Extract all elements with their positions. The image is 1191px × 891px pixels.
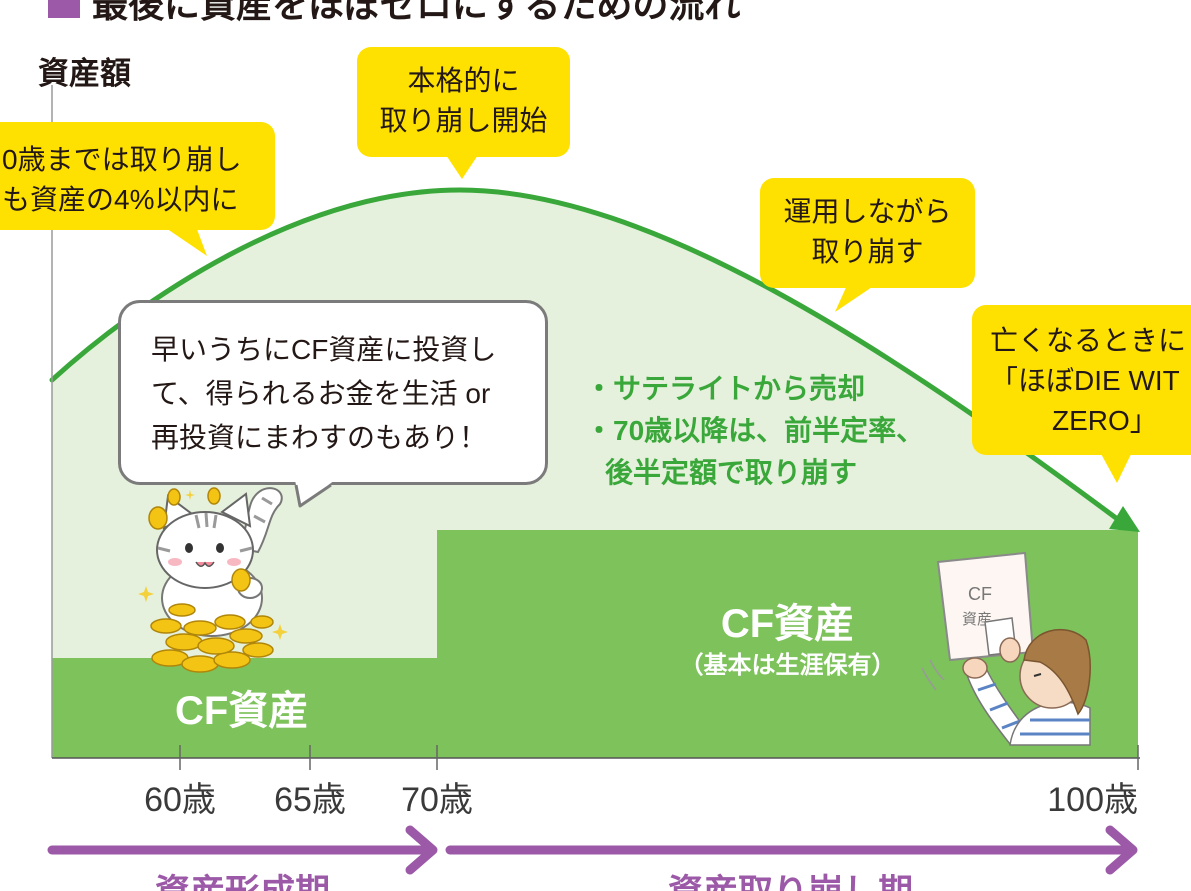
- cf-asset-early-label: CF資産: [175, 689, 309, 733]
- speech-bubble-line: て、得られるお金を生活 or: [151, 378, 491, 409]
- x-tick-label: 70歳: [401, 781, 473, 819]
- speech-bubble-tail: [294, 480, 335, 508]
- callout-die-with-zero: 亡くなるときに 「ほぼDIE WIT ZERO」: [972, 305, 1191, 455]
- paper-text: CF: [968, 584, 992, 604]
- callout-line: 亡くなるときに: [990, 325, 1187, 356]
- coin-icon: [242, 642, 274, 658]
- sparkle-icon: [272, 624, 288, 640]
- coin-icon: [214, 614, 246, 630]
- note-line: ・サテライトから売却: [585, 373, 866, 404]
- phase-arrow-accumulation: [47, 825, 438, 875]
- coin-icon: [250, 615, 274, 629]
- coin-icon: [229, 628, 263, 644]
- asset-curve: [49, 187, 1119, 521]
- shirt-stripe: [977, 682, 997, 692]
- phase-label-withdrawal: 資産取り崩し期: [668, 873, 928, 891]
- coin-icon: [197, 637, 235, 655]
- callout-tail: [1100, 452, 1132, 483]
- coin-icon: [150, 618, 182, 634]
- shirt-stripe: [1001, 719, 1021, 730]
- page-title: 最後に資産をほぼゼロにするための流れ: [92, 0, 741, 22]
- cat-blush: [168, 558, 182, 566]
- cf-asset-early-block: [52, 658, 437, 758]
- person-hand: [962, 657, 988, 679]
- coin-icon: [165, 633, 203, 651]
- coin-icon: [168, 603, 196, 617]
- callout-start-withdrawal: 本格的に 取り崩し開始: [357, 47, 570, 157]
- x-tick-label: 60歳: [144, 781, 216, 819]
- title-clip: 最後に資産をほぼゼロにするための流れ: [92, 0, 912, 22]
- coin-icon: [148, 506, 168, 530]
- callout-tail: [160, 224, 207, 256]
- speech-bubble-line: 再投資にまわすのもあり！: [151, 422, 488, 453]
- cat-blush: [227, 558, 241, 566]
- cat-head: [156, 511, 254, 589]
- sparkle-icon: [138, 586, 154, 602]
- coin-icon: [231, 568, 251, 592]
- curve-arrowhead-icon: [1109, 506, 1140, 532]
- strategy-notes: ・サテライトから売却 ・70歳以降は、前半定率、 後半定額で取り崩す: [585, 368, 924, 494]
- phase-arrow-withdrawal: [445, 825, 1138, 875]
- x-tick-label: 65歳: [274, 781, 346, 819]
- callout-invest-and-withdraw: 運用しながら 取り崩す: [760, 178, 975, 288]
- callout-line: 運用しながら: [783, 196, 952, 227]
- callout-line: 本格的に: [407, 65, 520, 96]
- note-line: ・70歳以降は、前半定率、: [585, 415, 925, 446]
- callout-line: も資産の4%以内に: [2, 184, 239, 215]
- cat-stripe: [157, 546, 171, 553]
- y-axis-label: 資産額: [38, 56, 131, 91]
- callout-line: 取り崩す: [811, 236, 924, 267]
- cat-stripe: [239, 546, 253, 553]
- cf-asset-late-label: CF資産: [720, 602, 855, 646]
- person-eye: [1033, 673, 1042, 677]
- coin-icon: [183, 620, 217, 636]
- callout-line: ZERO」: [1052, 405, 1158, 436]
- x-tick-label: 100歳: [1047, 781, 1138, 819]
- cat-illustration: [138, 487, 288, 673]
- person-illustration: CF 資産: [921, 551, 1091, 746]
- cat-tail-stripe: [261, 496, 273, 506]
- cat-ear: [220, 492, 252, 528]
- cat-mouth: [195, 561, 215, 567]
- callout-tail: [444, 152, 480, 179]
- cf-asset-late: CF資産 （基本は生涯保有）: [640, 600, 935, 684]
- sparkle-icon: [185, 490, 195, 500]
- callout-line: 「ほぼDIE WIT: [990, 365, 1180, 396]
- callout-line: 0歳までは取り崩し: [2, 144, 242, 175]
- arrow-head-icon: [1105, 825, 1138, 875]
- cat-eye: [185, 543, 193, 553]
- coin-icon: [213, 651, 251, 669]
- speech-bubble-line: 早いうちにCF資産に投資し: [151, 334, 497, 365]
- speech-bubble: 早いうちにCF資産に投資し て、得られるお金を生活 or 再投資にまわすのもあり…: [118, 300, 548, 485]
- cat-stripe: [212, 514, 218, 529]
- shirt-stripe: [989, 701, 1009, 712]
- callout-early-limit: 0歳までは取り崩し も資産の4%以内に: [0, 122, 275, 230]
- coin-icon: [207, 487, 221, 505]
- cat-tail-stripe: [253, 514, 266, 524]
- person-hair: [1023, 629, 1091, 716]
- note-line: 後半定額で取り崩す: [605, 457, 858, 488]
- cat-stripe: [194, 514, 201, 529]
- coin-icon: [181, 655, 219, 673]
- tail-outline: [294, 483, 332, 508]
- callout-line: 取り崩し開始: [379, 105, 548, 136]
- phase-label-accumulation: 資産形成期: [155, 873, 345, 891]
- coin-icon: [167, 488, 181, 506]
- motion-lines: [921, 659, 945, 691]
- tail-fill: [295, 480, 335, 506]
- title-marker: [48, 0, 80, 18]
- cat-eye: [216, 543, 224, 553]
- arrow-head-icon: [405, 825, 438, 875]
- callout-tail: [835, 283, 878, 312]
- cat-stripe: [204, 512, 209, 528]
- person-hand: [999, 637, 1021, 663]
- cf-asset-late-note: （基本は生涯保有）: [679, 652, 896, 679]
